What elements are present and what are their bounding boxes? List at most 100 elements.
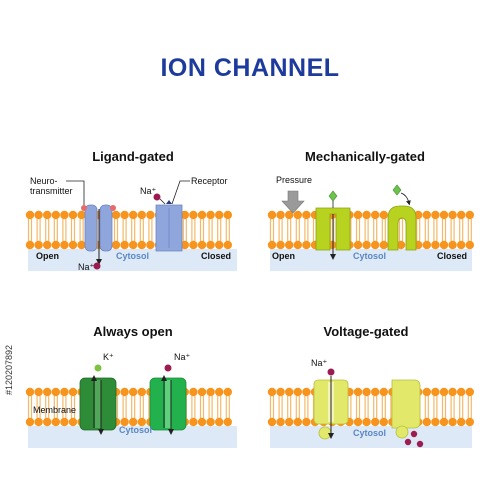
mechanical-membrane	[267, 210, 474, 271]
lipid-head	[422, 387, 431, 397]
lipid-head	[120, 210, 129, 220]
lipid-head	[353, 240, 363, 250]
lipid-head	[293, 387, 302, 397]
lipid-head	[267, 240, 277, 250]
lipid-head	[25, 240, 35, 250]
lipid-head	[25, 387, 35, 397]
lipid-head	[206, 387, 215, 397]
lipid-head	[302, 417, 311, 427]
potassium-leak-pore	[95, 380, 101, 428]
pressure-label: Pressure	[276, 175, 313, 185]
lipid-head	[293, 240, 302, 250]
cytosol-band	[28, 249, 237, 271]
diagram-title: ION CHANNEL	[160, 54, 340, 82]
lipid-head	[285, 417, 294, 427]
lipid-head	[439, 387, 449, 397]
voltage-membrane	[267, 387, 474, 448]
voltage-cytosol-label: Cytosol	[353, 428, 387, 438]
lipid-head	[111, 210, 121, 220]
always-open-na-label: Na⁺	[174, 352, 191, 362]
lipid-head	[120, 417, 129, 427]
lipid-head	[362, 387, 371, 397]
lipid-head	[25, 417, 35, 427]
lipid-head	[448, 240, 457, 250]
cytosol-band	[270, 249, 472, 271]
lipid-head	[189, 387, 198, 397]
lipid-head	[180, 240, 189, 250]
lipid-head	[60, 417, 69, 427]
lipid-head	[197, 210, 207, 220]
lipid-head	[215, 240, 224, 250]
lipid-head	[448, 417, 457, 427]
lipid-head	[439, 417, 449, 427]
lipid-head	[137, 387, 146, 397]
lipid-head	[267, 417, 277, 427]
sodium-ion	[164, 364, 172, 372]
always-open-title: Always open	[93, 324, 173, 339]
lipid-head	[215, 387, 224, 397]
always-open-membrane	[25, 387, 237, 448]
sodium-ion	[327, 368, 335, 376]
ligand-open-label: Open	[36, 251, 60, 261]
lipid-head	[396, 240, 406, 250]
neurotransmitter-dot	[110, 205, 116, 211]
lipid-head	[137, 240, 146, 250]
membrane-label: Membrane	[33, 405, 77, 415]
mechanical-open-channel	[315, 207, 351, 251]
lipid-head	[215, 210, 224, 220]
mechanical-open-label: Open	[272, 251, 296, 261]
lipid-head	[431, 387, 440, 397]
lipid-head	[111, 240, 121, 250]
sodium-leak-pore	[165, 380, 171, 428]
lipid-head	[51, 240, 60, 250]
potassium-ion	[94, 364, 102, 372]
lipid-head	[285, 387, 294, 397]
lipid-head	[379, 387, 388, 397]
lipid-head	[267, 387, 277, 397]
lipid-head	[379, 210, 388, 220]
lipid-head	[51, 387, 60, 397]
lipid-head	[120, 240, 129, 250]
sodium-ion-blocked	[416, 440, 424, 448]
lipid-head	[422, 240, 431, 250]
lipid-head	[60, 240, 69, 250]
sodium-ion-blocked	[404, 438, 412, 446]
ligand-open-channel-right	[99, 204, 113, 252]
voltage-gate-ball-closed	[395, 425, 409, 439]
receptor-label: Receptor	[191, 176, 228, 186]
lipid-head	[285, 210, 294, 220]
lipid-head	[146, 210, 155, 220]
lipid-head	[285, 240, 294, 250]
lipid-head	[439, 210, 449, 220]
lipid-head	[362, 240, 371, 250]
lipid-head	[448, 387, 457, 397]
lipid-head	[68, 387, 78, 397]
voltage-gate-ball-open	[318, 426, 332, 440]
lipid-head	[43, 240, 52, 250]
lipid-head	[457, 240, 466, 250]
lipid-head	[457, 210, 466, 220]
lipid-head	[25, 210, 35, 220]
lipid-head	[180, 210, 189, 220]
ligand-open-channel-left	[84, 204, 98, 252]
pressure-arrow	[281, 190, 305, 214]
lipid-head	[129, 240, 138, 250]
lipid-head	[206, 417, 215, 427]
lipid-head	[448, 210, 457, 220]
lipid-head	[206, 240, 215, 250]
ligand-closed-label: Closed	[201, 251, 232, 261]
lipid-head	[137, 210, 146, 220]
lipid-head	[422, 417, 431, 427]
lipid-head	[465, 387, 474, 397]
lipid-head	[43, 387, 52, 397]
lipid-head	[302, 210, 311, 220]
sodium-ion-cytosol	[93, 262, 101, 270]
lipid-head	[353, 210, 363, 220]
lipid-head	[293, 210, 302, 220]
lipid-head	[197, 417, 207, 427]
sodium-ion	[153, 193, 161, 201]
lipid-head	[439, 240, 449, 250]
lipid-head	[34, 240, 43, 250]
lipid-head	[189, 417, 198, 427]
